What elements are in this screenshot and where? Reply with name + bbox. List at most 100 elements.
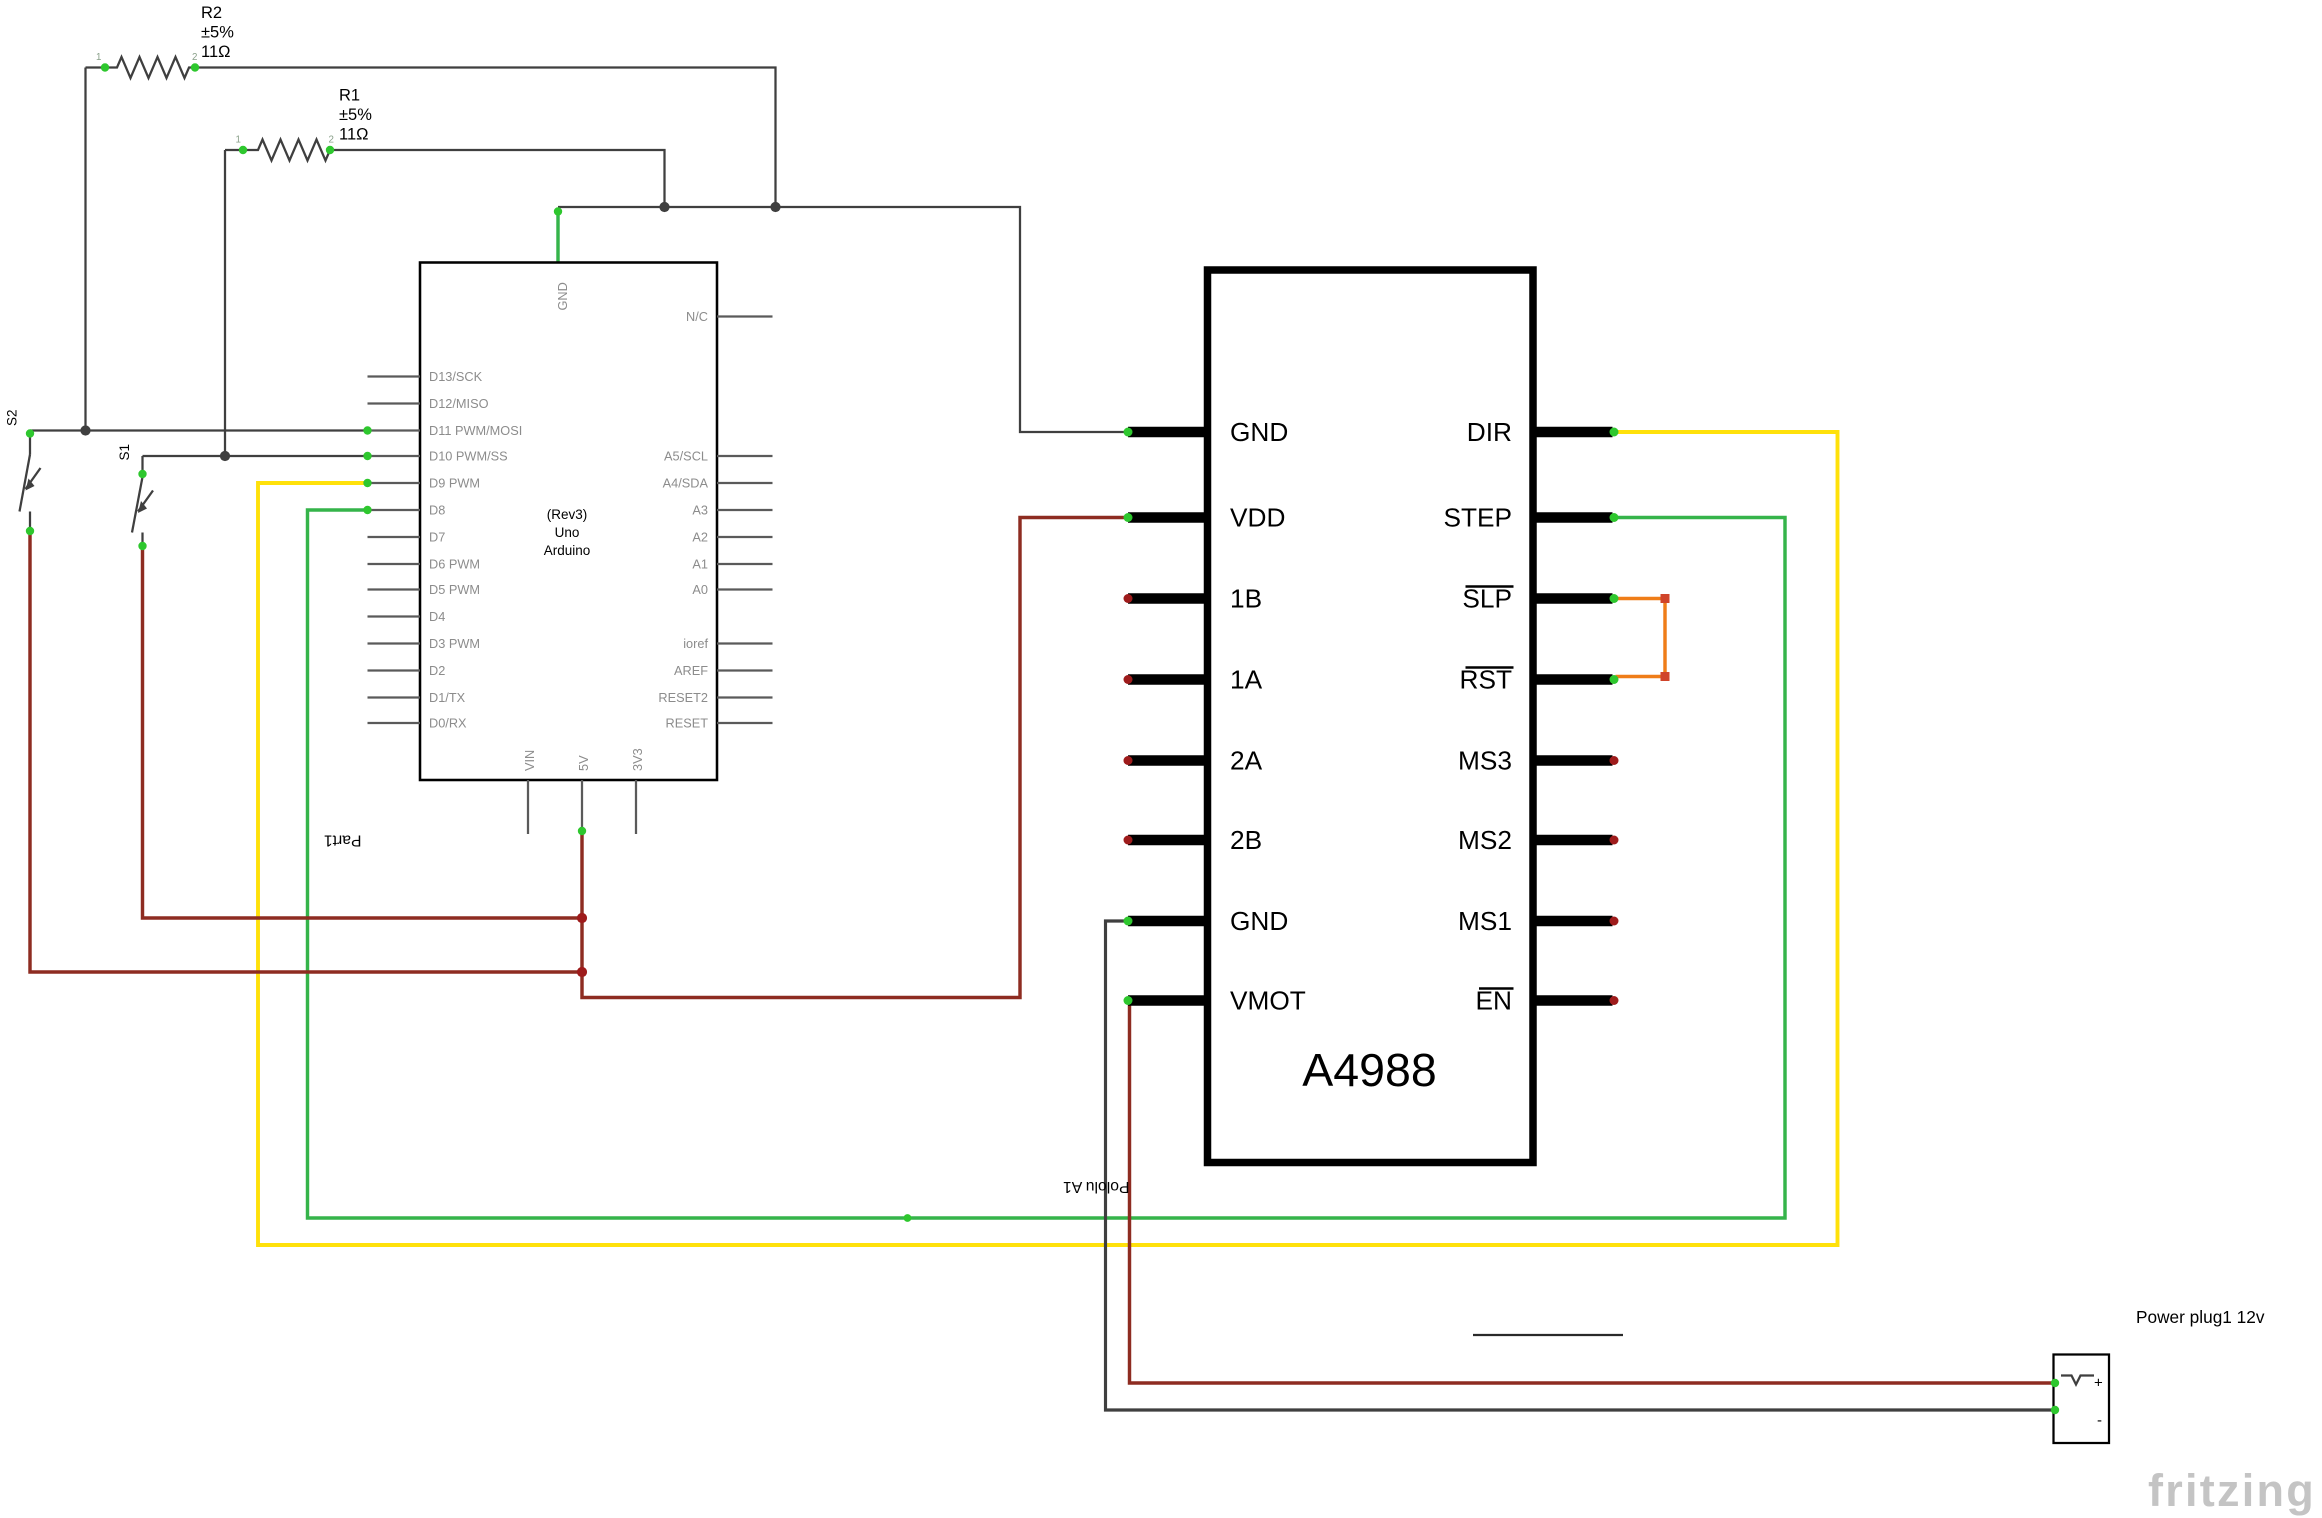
a4988-step-dot [1609, 513, 1619, 522]
arduino-pin-reset2: RESET2 [658, 690, 708, 705]
r2-pin1-dot [100, 63, 110, 72]
wire-gnd-to-power-minus [1103, 919, 2055, 1412]
arduino-pin-d8: D8 [429, 503, 445, 518]
r1-name: R1 [339, 87, 360, 105]
resistor-r1: R1 ±5% 11Ω 1 2 [236, 87, 373, 146]
r2-value: 11Ω [201, 43, 230, 61]
s1-top-terminal-dot [138, 469, 147, 479]
arduino-pin-vin: VIN [522, 750, 537, 771]
power-plug-body [2052, 1353, 2111, 1445]
a4988-rst-dot [1609, 675, 1619, 684]
power-minus-dot [2050, 1405, 2060, 1415]
arduino-pin-nc: N/C [686, 309, 708, 324]
arduino-pin-a2: A2 [692, 530, 708, 545]
fritzing-watermark: fritzing [2148, 1465, 2316, 1516]
s2-blade [18, 454, 32, 512]
arduino-pin-d9: D9 PWM [429, 476, 480, 491]
r2-name: R2 [201, 4, 222, 22]
r1-pin2-number: 2 [329, 135, 334, 146]
wire-r2-net [85, 54, 777, 207]
arduino-pin-ioref: ioref [683, 636, 708, 651]
a4988-2a-dot [1123, 756, 1133, 765]
arduino-pin-d12: D12/MISO [429, 396, 489, 411]
a4988-pin-gnd1: GND [1230, 417, 1288, 447]
colored-wires [28, 208, 2055, 1412]
resistor-r2: R2 ±5% 11Ω 1 2 [96, 4, 234, 63]
s2-label: S2 [5, 409, 20, 426]
arduino-5v-dot [577, 826, 587, 836]
a4988-dir-dot [1609, 427, 1619, 437]
a4988-driver: GND VDD 1B 1A 2A 2B GND VMOT DIR STEP SL… [1063, 266, 1613, 1195]
junction-5v-s2 [576, 966, 588, 978]
arduino-bottom-pin-leads [526, 780, 638, 834]
arduino-pin-d6: D6 PWM [429, 557, 480, 572]
a4988-pin-vmot: VMOT [1230, 986, 1306, 1016]
arduino-d8-dot [363, 505, 372, 515]
arduino-pin-5v: 5V [576, 755, 591, 771]
a4988-2b-dot [1123, 835, 1133, 845]
s1-bottom-terminal-dot [138, 541, 147, 551]
power-plus-dot [2050, 1378, 2060, 1388]
arduino-pin-gnd-top: GND [555, 282, 570, 310]
a4988-left-pinbars [1128, 426, 1208, 1006]
s2-actuator-arrowhead [25, 478, 35, 491]
r1-pin2-dot [325, 145, 335, 155]
arduino-title-uno: Uno [555, 525, 580, 540]
arduino-body [418, 261, 719, 782]
wire-d9-dir [256, 430, 1840, 1247]
s1-label: S1 [117, 444, 132, 461]
arduino-d11-dot [363, 426, 372, 435]
arduino-part-label: Part1 [324, 832, 362, 849]
arduino-pin-3v3: 3V3 [630, 748, 645, 771]
wire-slp-rst [1615, 596, 1667, 679]
a4988-pin-ms2: MS2 [1458, 825, 1512, 855]
pin-connection-dots [25, 63, 2060, 1415]
a4988-body [1203, 266, 1537, 1167]
a4988-pin-rst: RST [1460, 665, 1513, 695]
wire-d8-step [305, 508, 1787, 1220]
arduino-pin-a4: A4/SDA [663, 476, 709, 491]
a4988-title: A4988 [1302, 1044, 1436, 1096]
r1-tolerance: ±5% [339, 106, 372, 124]
power-plug-jack-symbol [2061, 1374, 2094, 1388]
wire-s1-to-5v [140, 549, 582, 920]
s2-top-terminal-dot [25, 429, 35, 438]
a4988-right-pinbars [1533, 426, 1613, 1006]
a4988-pin-vdd: VDD [1230, 503, 1285, 533]
s2-bottom-terminal-dot [25, 526, 35, 536]
junction-r1-net [659, 201, 670, 213]
arduino-pin-d11: D11 PWM/MOSI [429, 423, 522, 438]
arduino-pin-d0: D0/RX [429, 716, 467, 731]
r2-pin2-number: 2 [192, 52, 197, 63]
arduino-gnd-top-dot [553, 207, 563, 216]
wire-5v-to-vdd [580, 515, 1128, 1000]
arduino-pin-d5: D5 PWM [429, 582, 480, 597]
arduino-pin-d7: D7 [429, 530, 445, 545]
arduino-pin-d13: D13/SCK [429, 369, 483, 384]
junction-dots [80, 201, 1670, 1222]
arduino-pin-d2: D2 [429, 663, 445, 678]
arduino-left-pin-leads [367, 375, 420, 725]
junction-r2-net [770, 201, 781, 213]
power-plug: + - Power plug1 12v [2052, 1307, 2265, 1445]
arduino-pin-aref: AREF [674, 663, 708, 678]
arduino-pin-a1: A1 [692, 557, 708, 572]
wire-s2-to-5v [28, 534, 582, 974]
wire-r1-net [225, 136, 666, 207]
power-plug-label: Power plug1 12v [2136, 1307, 2265, 1327]
power-plug-negative: - [2097, 1412, 2102, 1429]
junction-d10-row [219, 450, 231, 462]
junction-d11-row [80, 425, 91, 436]
bendpoint-slp [1660, 594, 1670, 603]
arduino-pin-d3: D3 PWM [429, 636, 480, 651]
a4988-pin-2b: 2B [1230, 825, 1262, 855]
a4988-pin-1b: 1B [1230, 584, 1262, 614]
a4988-vmot-dot [1123, 996, 1133, 1005]
arduino-title-arduino: Arduino [544, 543, 591, 558]
a4988-vdd-dot [1123, 513, 1133, 522]
a4988-gnd2-dot [1123, 916, 1133, 926]
bendpoint-rst [1660, 672, 1670, 681]
a4988-ms1-dot [1609, 916, 1619, 926]
a4988-en-dot [1609, 996, 1619, 1005]
